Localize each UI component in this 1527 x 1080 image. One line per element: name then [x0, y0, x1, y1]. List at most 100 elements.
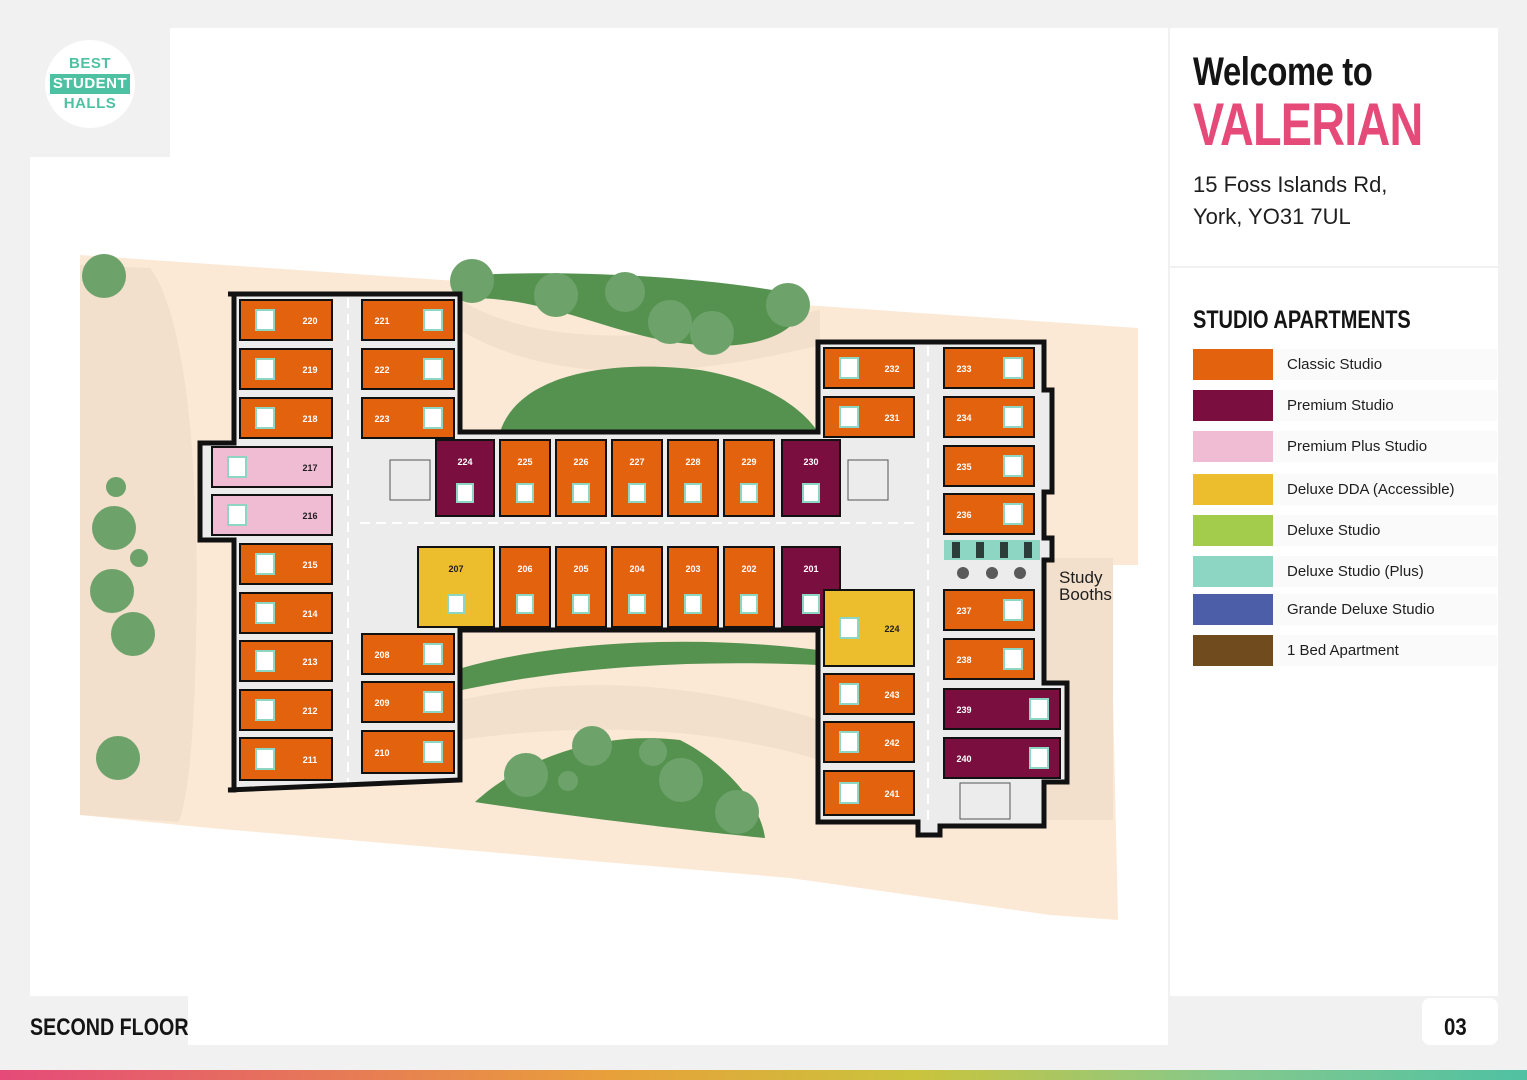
room-203[interactable]: 203 [667, 546, 719, 628]
room-210[interactable]: 210 [361, 730, 455, 774]
room-223[interactable]: 223 [361, 397, 455, 439]
room-241[interactable]: 241 [823, 770, 915, 816]
room-number: 224 [884, 624, 899, 634]
room-number: 224 [457, 457, 472, 467]
legend-item: Deluxe Studio [1193, 515, 1497, 546]
room-224[interactable]: 224 [823, 589, 915, 667]
room-fill [239, 299, 333, 341]
legend-item: Deluxe DDA (Accessible) [1193, 474, 1497, 505]
room-number: 234 [956, 413, 971, 423]
room-228[interactable]: 228 [667, 439, 719, 517]
legend-swatch [1193, 556, 1273, 587]
bed-icon [740, 594, 758, 614]
bed-icon [255, 309, 275, 331]
room-number: 215 [302, 560, 317, 570]
room-233[interactable]: 233 [943, 347, 1035, 389]
room-230[interactable]: 230 [781, 439, 841, 517]
room-237[interactable]: 237 [943, 589, 1035, 631]
room-213[interactable]: 213 [239, 640, 333, 682]
room-fill [239, 348, 333, 390]
room-number: 233 [956, 364, 971, 374]
room-220[interactable]: 220 [239, 299, 333, 341]
legend-title: STUDIO APARTMENTS [1193, 306, 1411, 334]
room-232[interactable]: 232 [823, 347, 915, 389]
room-fill [239, 592, 333, 634]
room-number: 217 [302, 463, 317, 473]
room-number: 207 [448, 564, 463, 574]
room-number: 206 [517, 564, 532, 574]
room-205[interactable]: 205 [555, 546, 607, 628]
bed-icon [802, 594, 820, 614]
brand-logo[interactable]: BEST STUDENT HALLS [45, 40, 135, 128]
room-202[interactable]: 202 [723, 546, 775, 628]
corridor-markings [347, 298, 929, 826]
floor-label: SECOND FLOOR [30, 1014, 189, 1041]
room-242[interactable]: 242 [823, 721, 915, 763]
brand-line-3: HALLS [63, 95, 117, 112]
room-229[interactable]: 229 [723, 439, 775, 517]
bed-icon [572, 483, 590, 503]
bed-icon [684, 594, 702, 614]
room-217[interactable]: 217 [211, 446, 333, 488]
legend-label: Grande Deluxe Studio [1287, 601, 1435, 618]
room-number: 238 [956, 655, 971, 665]
room-fill [667, 439, 719, 517]
stairs [389, 459, 1011, 820]
room-number: 227 [629, 457, 644, 467]
room-fill [611, 439, 663, 517]
room-219[interactable]: 219 [239, 348, 333, 390]
room-215[interactable]: 215 [239, 543, 333, 585]
legend-item: Deluxe Studio (Plus) [1193, 556, 1497, 587]
room-231[interactable]: 231 [823, 396, 915, 438]
hall-name: VALERIAN [1193, 91, 1423, 158]
room-238[interactable]: 238 [943, 638, 1035, 680]
room-235[interactable]: 235 [943, 445, 1035, 487]
room-number: 219 [302, 365, 317, 375]
room-212[interactable]: 212 [239, 689, 333, 731]
room-221[interactable]: 221 [361, 299, 455, 341]
room-214[interactable]: 214 [239, 592, 333, 634]
room-fill [499, 546, 551, 628]
room-239[interactable]: 239 [943, 688, 1061, 730]
room-number: 228 [685, 457, 700, 467]
legend-label: Classic Studio [1287, 356, 1383, 373]
site-path-top [460, 300, 820, 372]
room-number: 230 [803, 457, 818, 467]
bed-icon [255, 699, 275, 721]
bed-icon [1003, 599, 1023, 621]
room-209[interactable]: 209 [361, 681, 455, 723]
room-number: 214 [302, 609, 317, 619]
room-number: 223 [374, 414, 389, 424]
room-204[interactable]: 204 [611, 546, 663, 628]
room-243[interactable]: 243 [823, 673, 915, 715]
room-216[interactable]: 216 [211, 494, 333, 536]
room-234[interactable]: 234 [943, 396, 1035, 438]
room-218[interactable]: 218 [239, 397, 333, 439]
bed-icon [628, 594, 646, 614]
bed-icon [1003, 406, 1023, 428]
room-fill [499, 439, 551, 517]
room-211[interactable]: 211 [239, 737, 333, 781]
room-226[interactable]: 226 [555, 439, 607, 517]
room-236[interactable]: 236 [943, 493, 1035, 535]
room-206[interactable]: 206 [499, 546, 551, 628]
legend-label: Deluxe DDA (Accessible) [1287, 481, 1455, 498]
room-240[interactable]: 240 [943, 737, 1061, 779]
brand-line-1: BEST [68, 55, 111, 72]
room-207[interactable]: 207 [417, 546, 495, 628]
room-208[interactable]: 208 [361, 633, 455, 675]
room-222[interactable]: 222 [361, 348, 455, 390]
bed-icon [255, 602, 275, 624]
room-fill [723, 546, 775, 628]
room-number: 221 [374, 316, 389, 326]
room-227[interactable]: 227 [611, 439, 663, 517]
bed-icon [839, 617, 859, 639]
room-number: 205 [573, 564, 588, 574]
room-number: 213 [302, 657, 317, 667]
room-225[interactable]: 225 [499, 439, 551, 517]
room-fill [823, 721, 915, 763]
bed-icon [1003, 648, 1023, 670]
bed-icon [572, 594, 590, 614]
room-224[interactable]: 224 [435, 439, 495, 517]
study-booths-label-1: Study [1059, 568, 1103, 587]
